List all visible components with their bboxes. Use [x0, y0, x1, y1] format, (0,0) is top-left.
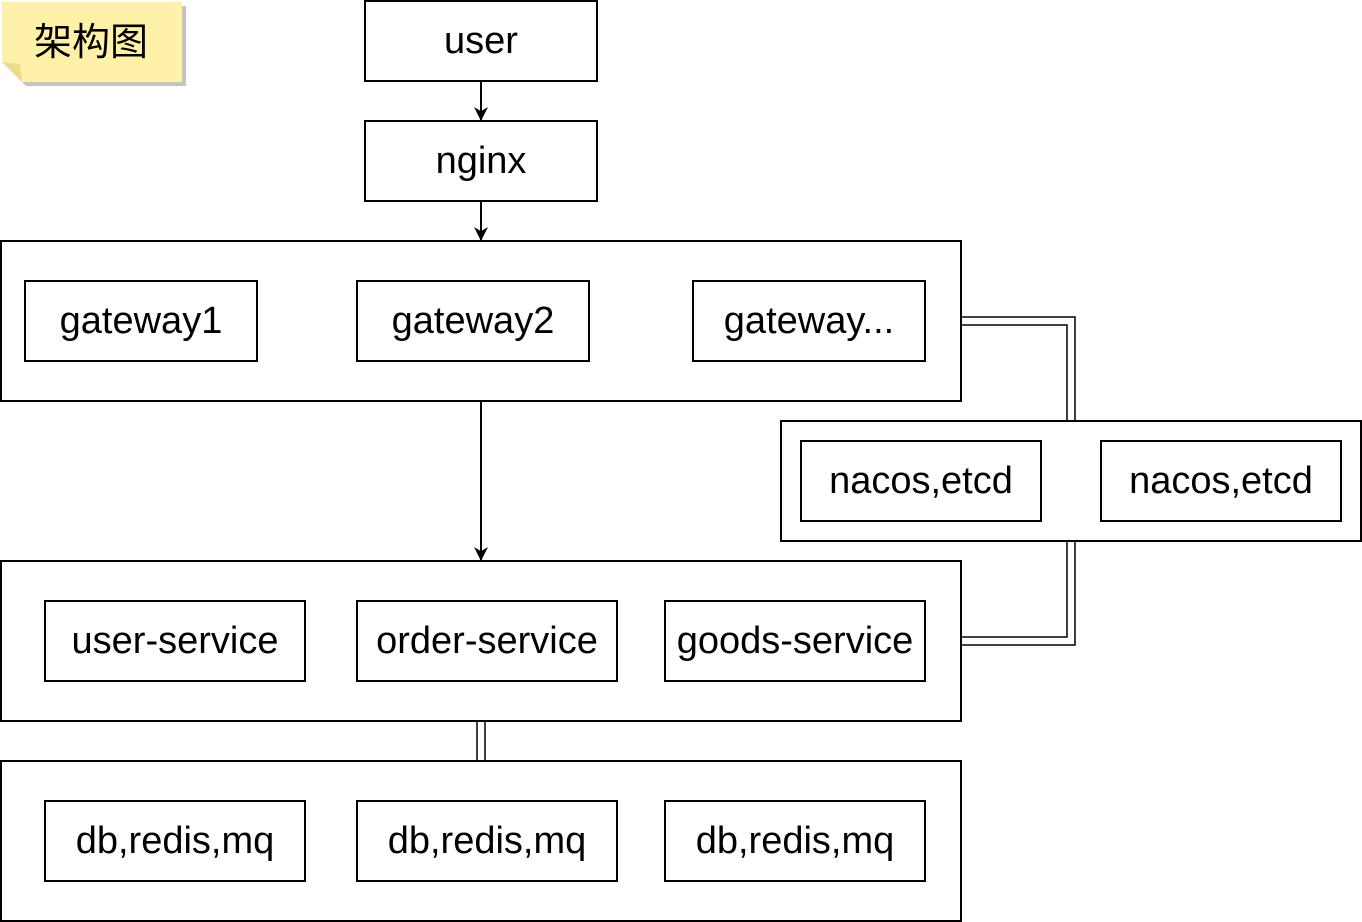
- gateway-cluster: gateway1 gateway2 gateway...: [0, 240, 962, 402]
- node-order-service-box: [356, 600, 618, 682]
- title-note: 架构图: [2, 2, 186, 86]
- node-registry-1-box: [800, 440, 1042, 522]
- link-gateways-to-registry-inner: [961, 324, 1068, 421]
- node-gateway-2-label: gateway2: [392, 300, 555, 342]
- link-registry-to-services: [961, 541, 1076, 646]
- node-gateway-more: gateway...: [692, 280, 926, 362]
- node-gateway-2-box: [356, 280, 590, 362]
- node-storage-2-label: db,redis,mq: [388, 820, 587, 862]
- node-gateway-more-box: [692, 280, 926, 362]
- node-order-service-label: order-service: [376, 620, 598, 662]
- node-order-service: order-service: [356, 600, 618, 682]
- node-registry-2-box: [1100, 440, 1342, 522]
- link-registry-to-services-outer: [961, 541, 1076, 646]
- link-services-to-storage: [476, 721, 486, 761]
- node-user-label: user: [444, 20, 518, 62]
- node-user-service-label: user-service: [72, 620, 279, 662]
- title-note-label: 架构图: [34, 20, 148, 64]
- node-storage-1: db,redis,mq: [44, 800, 306, 882]
- registry-cluster: nacos,etcd nacos,etcd: [780, 420, 1362, 542]
- node-gateway-2: gateway2: [356, 280, 590, 362]
- node-user: user: [364, 0, 598, 82]
- node-registry-2: nacos,etcd: [1100, 440, 1342, 522]
- node-gateway-1-box: [24, 280, 258, 362]
- node-user-service-box: [44, 600, 306, 682]
- node-storage-1-box: [44, 800, 306, 882]
- node-user-service: user-service: [44, 600, 306, 682]
- node-storage-3-label: db,redis,mq: [696, 820, 895, 862]
- node-nginx-box: [364, 120, 598, 202]
- node-storage-2-box: [356, 800, 618, 882]
- node-goods-service-label: goods-service: [677, 620, 914, 662]
- title-note-body: [2, 2, 182, 82]
- node-storage-1-label: db,redis,mq: [76, 820, 275, 862]
- node-storage-3: db,redis,mq: [664, 800, 926, 882]
- node-nginx-label: nginx: [436, 140, 527, 182]
- node-storage-2: db,redis,mq: [356, 800, 618, 882]
- services-cluster: user-service order-service goods-service: [0, 560, 962, 722]
- node-gateway-more-label: gateway...: [724, 300, 894, 342]
- node-goods-service-box: [664, 600, 926, 682]
- node-goods-service: goods-service: [664, 600, 926, 682]
- link-gateways-to-registry: [961, 316, 1076, 421]
- storage-cluster: db,redis,mq db,redis,mq db,redis,mq: [0, 760, 962, 922]
- node-registry-1-label: nacos,etcd: [829, 460, 1013, 502]
- node-user-box: [364, 0, 598, 82]
- link-registry-to-services-inner: [961, 541, 1068, 638]
- title-note-fold: [2, 62, 22, 82]
- node-storage-3-box: [664, 800, 926, 882]
- link-gateways-to-registry-outer: [961, 316, 1076, 421]
- node-gateway-1-label: gateway1: [60, 300, 223, 342]
- node-gateway-1: gateway1: [24, 280, 258, 362]
- node-registry-2-label: nacos,etcd: [1129, 460, 1313, 502]
- node-nginx: nginx: [364, 120, 598, 202]
- node-registry-1: nacos,etcd: [800, 440, 1042, 522]
